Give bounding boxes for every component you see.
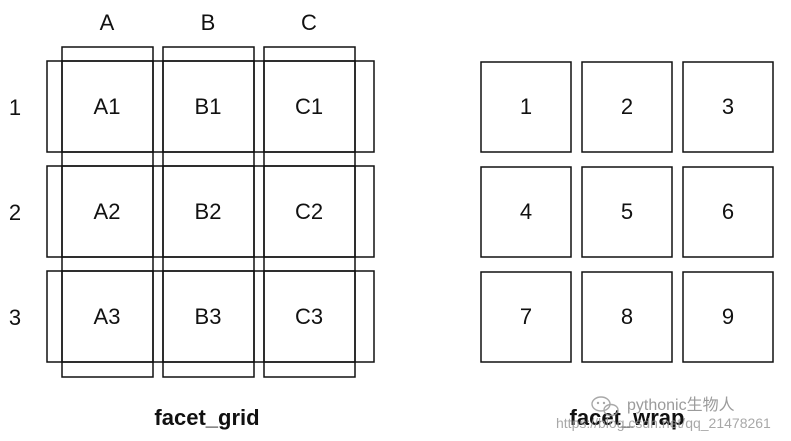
wrap-cell-9-box: [682, 271, 774, 363]
grid-column-a-frame: [61, 46, 154, 378]
grid-cell-label: C1: [295, 94, 323, 119]
facet-grid-caption: facet_grid: [154, 405, 259, 430]
grid-cell-label: B2: [195, 199, 222, 224]
wrap-cell-label: 5: [621, 199, 633, 224]
grid-cell-label: B1: [195, 94, 222, 119]
wrap-cell-3-box: [682, 61, 774, 153]
watermark-brand: pythonic生物人: [627, 396, 735, 414]
grid-row-label-2: 2: [9, 200, 21, 225]
grid-row-label-3: 3: [9, 305, 21, 330]
wrap-cell-label: 8: [621, 304, 633, 329]
facet-wrap-caption: facet_wrap: [570, 405, 685, 430]
wrap-cell-label: 7: [520, 304, 532, 329]
wrap-cell-label: 9: [722, 304, 734, 329]
wrap-cell-label: 6: [722, 199, 734, 224]
grid-cell-label: C3: [295, 304, 323, 329]
wrap-cell-label: 4: [520, 199, 532, 224]
grid-row-2-frame: [46, 165, 375, 258]
wrap-cell-1-box: [480, 61, 572, 153]
wrap-cell-label: 1: [520, 94, 532, 119]
wrap-cell-4-box: [480, 166, 572, 258]
grid-row-1-frame: [46, 60, 375, 153]
grid-cell-label: A3: [94, 304, 121, 329]
grid-cell-label: C2: [295, 199, 323, 224]
facet-grid-panels: [46, 46, 375, 378]
wrap-cell-8-box: [581, 271, 673, 363]
wechat-icon: [591, 396, 619, 417]
wrap-cell-label: 3: [722, 94, 734, 119]
grid-column-label-c: C: [301, 10, 317, 35]
grid-column-c-frame: [263, 46, 356, 378]
grid-column-label-b: B: [201, 10, 216, 35]
wrap-cell-6-box: [682, 166, 774, 258]
wrap-cell-label: 2: [621, 94, 633, 119]
grid-row-label-1: 1: [9, 95, 21, 120]
wrap-cell-5-box: [581, 166, 673, 258]
grid-cell-label: A2: [94, 199, 121, 224]
watermark: pythonic生物人 https://blog.csdn.net/qq_214…: [556, 396, 771, 431]
grid-column-b-frame: [162, 46, 255, 378]
watermark-url: https://blog.csdn.net/qq_21478261: [556, 415, 771, 431]
grid-column-label-a: A: [100, 10, 115, 35]
wrap-cell-2-box: [581, 61, 673, 153]
grid-cell-label: B3: [195, 304, 222, 329]
wrap-cell-7-box: [480, 271, 572, 363]
grid-row-3-frame: [46, 270, 375, 363]
grid-cell-label: A1: [94, 94, 121, 119]
facet-wrap-panels: [480, 61, 774, 363]
